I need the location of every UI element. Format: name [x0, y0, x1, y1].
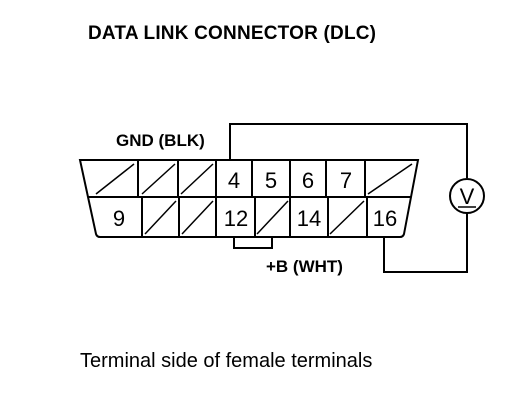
- pin-4-label: 4: [228, 168, 240, 193]
- gnd-wire: [229, 123, 468, 178]
- unused-terminal-marks-top: [95, 163, 413, 195]
- unused-terminal-marks-bottom: [144, 200, 365, 235]
- voltmeter-symbol: V: [460, 184, 475, 209]
- b-plus-wire-label: +B (WHT): [266, 257, 343, 276]
- voltmeter-icon: V: [449, 178, 485, 214]
- pin-bracket: [233, 237, 273, 249]
- pin-7-label: 7: [340, 168, 352, 193]
- top-row-dividers: [137, 160, 366, 197]
- bottom-row-dividers: [141, 197, 368, 237]
- pin-9-label: 9: [113, 206, 125, 231]
- pin-14-label: 14: [297, 206, 321, 231]
- b-plus-wire: [383, 213, 468, 273]
- pin-12-label: 12: [224, 206, 248, 231]
- diagram-title: DATA LINK CONNECTOR (DLC): [88, 23, 377, 44]
- pin-5-label: 5: [265, 168, 277, 193]
- diagram-caption: Terminal side of female terminals: [80, 350, 373, 372]
- pin-6-label: 6: [302, 168, 314, 193]
- gnd-wire-label: GND (BLK): [116, 131, 205, 150]
- pin-16-label: 16: [373, 206, 397, 231]
- connector-outline: [78, 159, 420, 238]
